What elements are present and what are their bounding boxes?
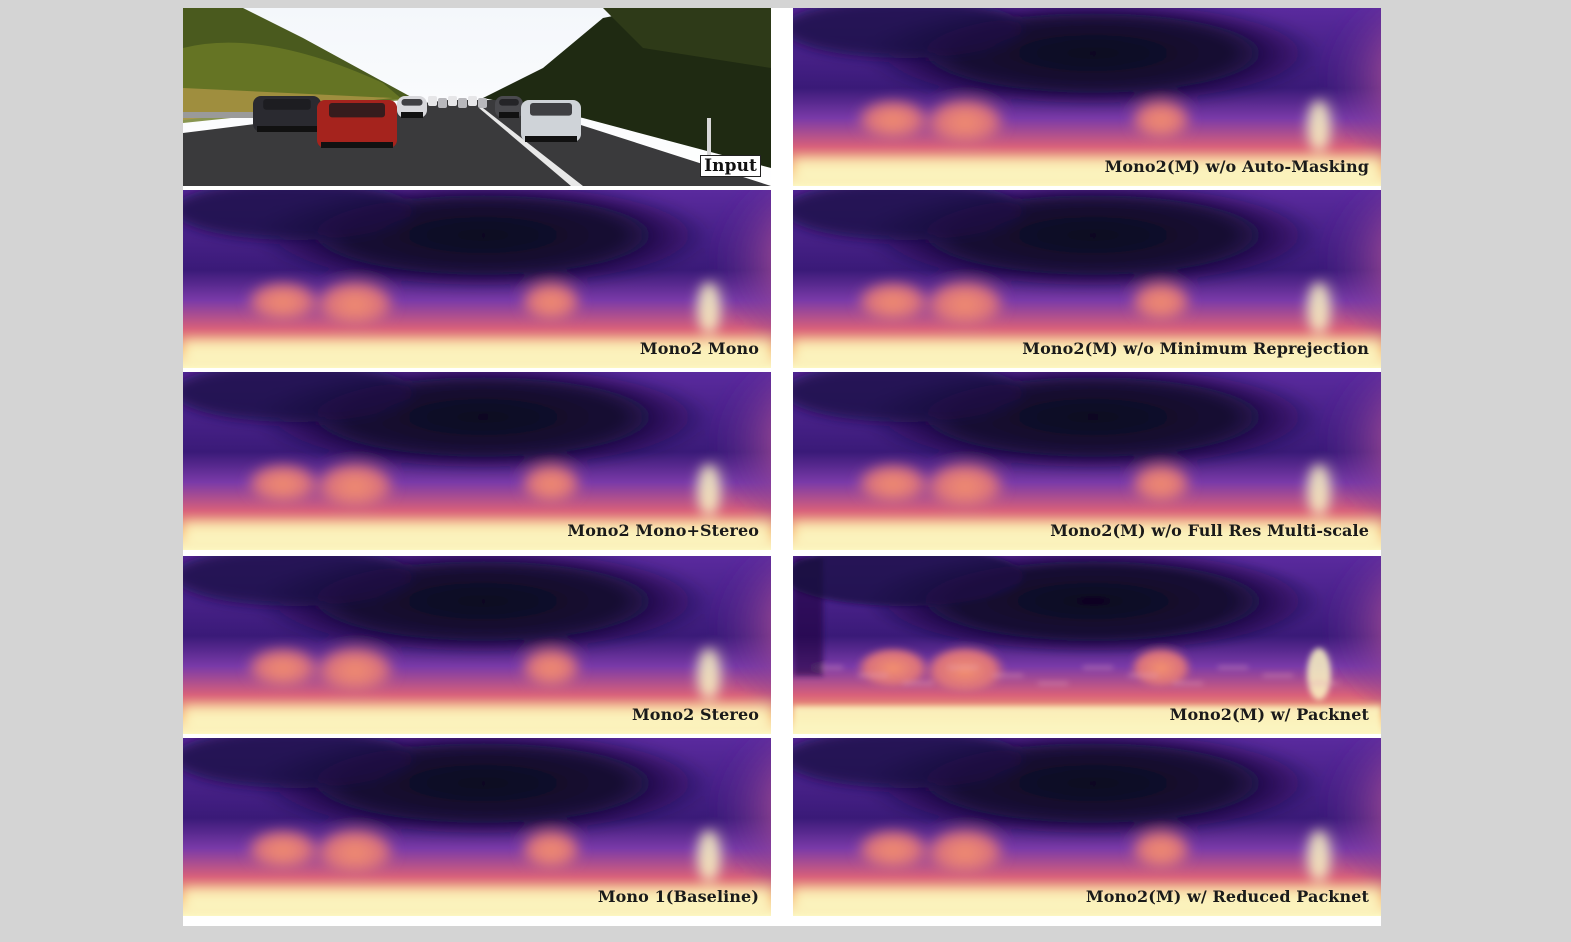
panel-label: Mono2(M) w/o Minimum Reprejection — [1022, 339, 1369, 358]
panel-mono2-mono-stereo: Mono2 Mono+Stereo — [183, 372, 771, 550]
panel-packnet: Mono2(M) w/ Packnet — [793, 556, 1381, 734]
depth-map-image — [793, 738, 1381, 916]
depth-map-image — [793, 190, 1381, 368]
panel-label: Mono 1(Baseline) — [597, 887, 759, 906]
panel-mono2-mono: Mono2 Mono — [183, 190, 771, 368]
panel-label: Mono2(M) w/o Auto-Masking — [1104, 157, 1369, 176]
depth-map-image — [183, 190, 771, 368]
panel-mono1-baseline: Mono 1(Baseline) — [183, 738, 771, 916]
panel-mono2-stereo: Mono2 Stereo — [183, 556, 771, 734]
depth-map-image — [793, 8, 1381, 186]
depth-map-image — [793, 556, 1381, 734]
panel-label: Input — [700, 155, 761, 177]
panel-min-reprojection: Mono2(M) w/o Minimum Reprejection — [793, 190, 1381, 368]
panel-label: Mono2(M) w/ Reduced Packnet — [1085, 887, 1369, 906]
panel-reduced-packnet: Mono2(M) w/ Reduced Packnet — [793, 738, 1381, 916]
panel-label: Mono2(M) w/ Packnet — [1169, 705, 1369, 724]
panel-label: Mono2 Stereo — [632, 705, 759, 724]
input-road-photo — [183, 8, 771, 186]
depth-map-image — [183, 738, 771, 916]
depth-map-image — [183, 556, 771, 734]
depth-map-image — [793, 372, 1381, 550]
panel-label: Mono2 Mono — [639, 339, 759, 358]
panel-label: Mono2(M) w/o Full Res Multi-scale — [1050, 521, 1369, 540]
depth-map-image — [183, 372, 771, 550]
panel-full-res-multiscale: Mono2(M) w/o Full Res Multi-scale — [793, 372, 1381, 550]
panel-input: Input — [183, 8, 771, 186]
panel-label: Mono2 Mono+Stereo — [567, 521, 759, 540]
panel-auto-masking: Mono2(M) w/o Auto-Masking — [793, 8, 1381, 186]
